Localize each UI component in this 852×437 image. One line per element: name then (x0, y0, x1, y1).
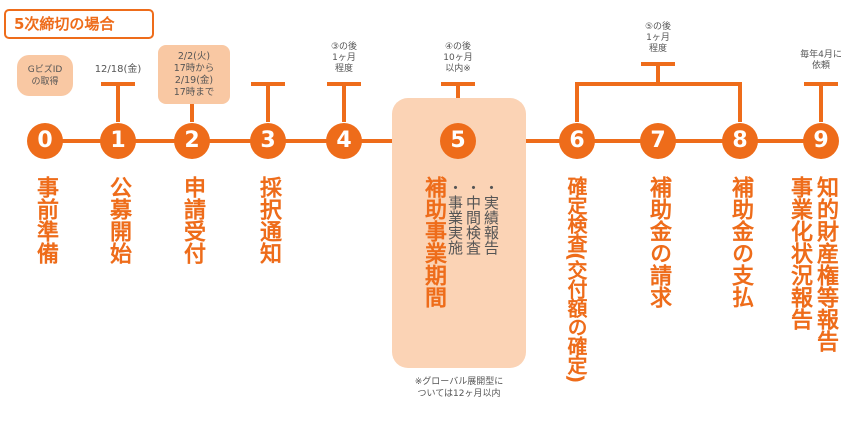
step-label-5: 補助事業期間 (421, 176, 446, 308)
step-label-7: 補助金の請求 (646, 176, 671, 308)
deadline-line4: 17時まで (173, 86, 215, 98)
note-step4-line2: 1ヶ月 (332, 53, 356, 63)
gbiz-line1: GビズID (27, 64, 63, 75)
page-title: 5次締切の場合 (4, 9, 154, 39)
note-step4-line3: 程度 (334, 64, 353, 74)
note-step9-line2: 依頼 (811, 61, 830, 71)
gbiz-id-box: GビズID の取得 (17, 55, 73, 96)
step-node-0: 0 (27, 123, 63, 159)
step-node-8: 8 (722, 123, 758, 159)
note-step6-8-line3: 程度 (648, 44, 667, 54)
gbiz-line2: の取得 (31, 76, 59, 87)
step-label-8: 補助金の支払 (728, 176, 753, 308)
footnote-line1: ※グローバル展開型に (414, 377, 504, 387)
deadline-line1: 2/2(火) (177, 50, 211, 62)
application-deadline-box: 2/2(火) 17時から 2/19(金) 17時まで (158, 45, 230, 104)
step-node-4: 4 (326, 123, 362, 159)
step-node-6: 6 (559, 123, 595, 159)
note-step5-line2: 10ヶ月 (443, 53, 473, 63)
step-node-5: 5 (440, 123, 476, 159)
step-node-3: 3 (250, 123, 286, 159)
note-step6-8: ⑤の後 1ヶ月 程度 (634, 22, 682, 55)
global-footnote: ※グローバル展開型に ついては12ヶ月以内 (396, 376, 522, 400)
step-label-6: 確定検査(交付額の確定) (564, 176, 588, 383)
note-step5-line1: ④の後 (444, 42, 472, 52)
period-item-1: ・実績報告 (482, 180, 500, 255)
note-step5-line3: 以内※ (445, 64, 471, 74)
step-label-2: 申請受付 (180, 176, 205, 264)
note-step9-line1: 毎年4月に (800, 50, 842, 60)
step-label-9a: 知的財産権等報告 (813, 176, 838, 352)
note-step6-8-line2: 1ヶ月 (646, 33, 670, 43)
step-node-9: 9 (803, 123, 839, 159)
deadline-line3: 2/19(金) (174, 74, 214, 86)
step-node-2: 2 (174, 123, 210, 159)
footnote-line2: ついては12ヶ月以内 (417, 389, 501, 399)
note-step9: 毎年4月に 依頼 (790, 50, 852, 72)
step-label-9b: 事業化状況報告 (787, 176, 812, 330)
step-node-7: 7 (640, 123, 676, 159)
step-node-1: 1 (100, 123, 136, 159)
deadline-line2: 17時から (173, 62, 215, 74)
note-step5: ④の後 10ヶ月 以内※ (430, 42, 486, 75)
step-label-0: 事前準備 (33, 176, 58, 264)
period-item-2: ・中間検査 (464, 180, 482, 255)
period-item-3: ・事業実施 (446, 180, 464, 255)
step-label-3: 採択通知 (256, 176, 281, 264)
note-step4-line1: ③の後 (330, 42, 358, 52)
step-label-1: 公募開始 (106, 176, 131, 264)
note-step6-8-line1: ⑤の後 (644, 22, 672, 32)
note-step4: ③の後 1ヶ月 程度 (320, 42, 368, 75)
note-step1: 12/18(金) (94, 64, 142, 75)
